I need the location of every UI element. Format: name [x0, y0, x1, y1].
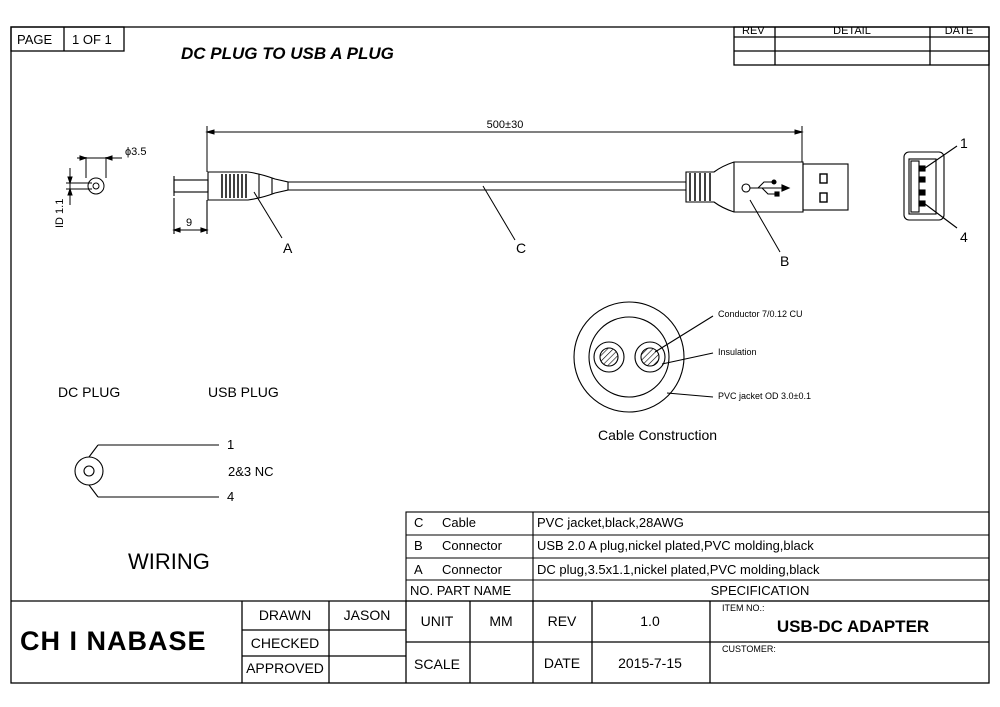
page-box	[10, 26, 125, 52]
unit-label: UNIT	[420, 613, 454, 629]
bom-row-c-no: C	[414, 515, 424, 530]
usb-pin-4: 4	[960, 229, 968, 245]
sheet-border	[10, 26, 990, 684]
id-label: ID 1.1	[54, 198, 66, 228]
scale-label: SCALE	[414, 656, 460, 672]
rev-header: REV	[742, 25, 765, 37]
checked-label: CHECKED	[250, 635, 320, 651]
usb-plug-body	[685, 161, 849, 213]
dc-plug-end-view	[66, 155, 122, 205]
callout-c: C	[516, 240, 527, 256]
usb-plug-label: USB PLUG	[208, 384, 279, 400]
date-label: DATE	[543, 655, 581, 671]
callout-a: A	[283, 240, 293, 256]
dc-plug-label: DC PLUG	[58, 384, 121, 400]
wiring-schematic	[74, 444, 219, 498]
cable-cross-section	[573, 301, 714, 413]
length-dimension	[205, 126, 804, 172]
plug-length-label: 9	[186, 217, 193, 229]
bom-row-b-no: B	[414, 538, 423, 553]
bom-row-a-part: Connector	[442, 562, 502, 577]
callout-leaders	[253, 185, 781, 253]
item-no-value: USB-DC ADAPTER	[776, 617, 930, 636]
page-label: PAGE	[17, 32, 53, 47]
cable-body	[288, 181, 686, 191]
length-dimension-label: 500±30	[486, 119, 524, 131]
callout-b: B	[780, 253, 790, 269]
jacket-label: PVC jacket OD 3.0±0.1	[718, 391, 811, 401]
bom-row-c-part: Cable	[442, 515, 476, 530]
bom-row-b-spec: USB 2.0 A plug,nickel plated,PVC molding…	[537, 538, 814, 553]
bom-header-spec: SPECIFICATION	[710, 583, 810, 598]
bom-row-a-spec: DC plug,3.5x1.1,nickel plated,PVC moldin…	[537, 562, 820, 577]
company-logo: CH I NABASE	[20, 626, 207, 656]
bom-row-b-part: Connector	[442, 538, 502, 553]
insulation-label: Insulation	[718, 347, 757, 357]
cable-construction-caption: Cable Construction	[598, 427, 718, 443]
diameter-label: ϕ3.5	[125, 146, 147, 158]
wiring-pin-4: 4	[227, 489, 235, 504]
bom-header-part: NO. PART NAME	[410, 583, 512, 598]
approved-label: APPROVED	[246, 660, 324, 676]
drawing-title: DC PLUG TO USB A PLUG	[181, 44, 394, 63]
wiring-pin-1: 1	[227, 437, 235, 452]
page-value: 1 OF 1	[72, 32, 112, 47]
wiring-nc: 2&3 NC	[228, 464, 274, 479]
date-value: 2015-7-15	[618, 655, 682, 671]
drawn-label: DRAWN	[258, 607, 312, 623]
customer-label: CUSTOMER:	[722, 644, 776, 654]
conductor-label: Conductor 7/0.12 CU	[718, 309, 803, 319]
rev-label: REV	[547, 613, 577, 629]
rev-value: 1.0	[640, 613, 660, 629]
revision-table	[733, 26, 990, 66]
title-block-grid	[11, 600, 989, 683]
item-no-label: ITEM NO.:	[722, 603, 765, 613]
bom-row-a-no: A	[414, 562, 423, 577]
dc-plug-body	[172, 171, 289, 234]
bom-row-c-spec: PVC jacket,black,28AWG	[537, 515, 684, 530]
bom-table	[405, 511, 990, 602]
wiring-title: WIRING	[128, 549, 210, 574]
usb-pin-1: 1	[960, 135, 968, 151]
date-header: DATE	[944, 25, 974, 37]
drawn-value: JASON	[343, 607, 391, 623]
usb-logo-icon	[741, 179, 791, 197]
detail-header: DETAIL	[833, 25, 871, 37]
usb-front-view	[903, 145, 958, 229]
unit-value: MM	[489, 613, 513, 629]
